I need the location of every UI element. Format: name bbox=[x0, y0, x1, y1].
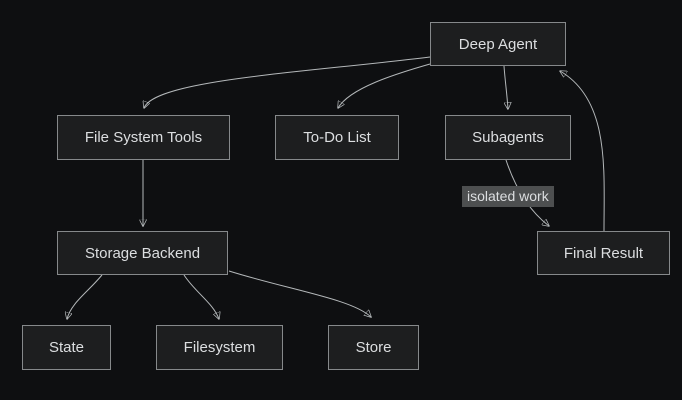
node-label: Final Result bbox=[563, 244, 644, 262]
edge-storage-backend-to-state bbox=[67, 274, 103, 319]
node-subagents: Subagents bbox=[445, 115, 571, 160]
node-label: To-Do List bbox=[303, 129, 371, 146]
node-storage-backend: Storage Backend bbox=[57, 231, 228, 275]
node-store: Store bbox=[328, 325, 419, 370]
node-label: Filesystem bbox=[183, 339, 256, 356]
edge-label-isolated-work: isolated work bbox=[462, 186, 554, 207]
node-filesystem: Filesystem bbox=[156, 325, 283, 370]
node-label: Storage Backend bbox=[84, 244, 201, 262]
node-file-system-tools: File System Tools bbox=[57, 115, 230, 160]
node-label: Deep Agent bbox=[458, 35, 538, 53]
node-deep-agent: Deep Agent bbox=[430, 22, 566, 66]
edge-final-result-to-deep-agent bbox=[560, 71, 605, 232]
node-state: State bbox=[22, 325, 111, 370]
node-final-result: Final Result bbox=[537, 231, 670, 275]
edge-deep-agent-to-file-system-tools bbox=[144, 56, 431, 108]
edge-storage-backend-to-store bbox=[228, 270, 371, 317]
node-label: Store bbox=[355, 339, 392, 356]
edge-deep-agent-to-subagents bbox=[503, 65, 508, 109]
node-label: Subagents bbox=[472, 129, 544, 146]
edge-storage-backend-to-filesystem bbox=[183, 274, 219, 319]
node-todo-list: To-Do List bbox=[275, 115, 399, 160]
node-label: State bbox=[48, 339, 85, 356]
edge-deep-agent-to-todo-list bbox=[338, 63, 431, 108]
node-label: File System Tools bbox=[84, 129, 203, 146]
